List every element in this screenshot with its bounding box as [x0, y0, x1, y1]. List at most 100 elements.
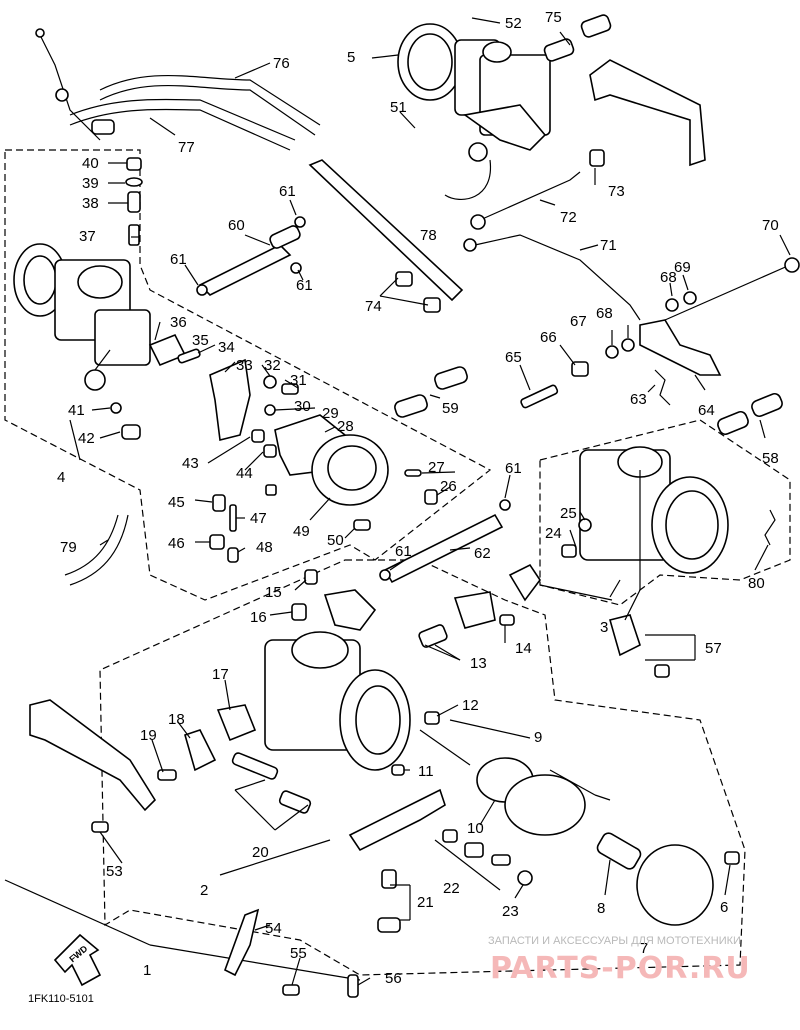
cable-end-top	[35, 28, 45, 38]
label-61a: 61	[170, 251, 187, 268]
screw-26	[424, 489, 438, 505]
label-3: 3	[600, 619, 608, 636]
label-66: 66	[540, 329, 557, 346]
label-39: 39	[82, 175, 99, 192]
label-69: 69	[674, 259, 691, 276]
cable-fitting	[91, 119, 115, 135]
label-68a: 68	[660, 269, 677, 286]
label-14: 14	[515, 640, 532, 657]
label-34: 34	[218, 339, 235, 356]
rod-70-end	[784, 257, 800, 273]
label-57: 57	[705, 640, 722, 657]
label-20: 20	[252, 844, 269, 861]
pin-20	[231, 752, 279, 780]
bracket-18	[184, 729, 217, 772]
diaphragm-9	[504, 774, 586, 836]
needle-12	[419, 729, 471, 766]
label-42: 42	[78, 430, 95, 447]
label-78: 78	[420, 227, 437, 244]
screw-53	[91, 821, 109, 833]
label-61c: 61	[296, 277, 313, 294]
float-chamber-49-inner	[327, 445, 377, 491]
screw-19	[157, 769, 177, 781]
label-59: 59	[442, 400, 459, 417]
screw-24	[561, 544, 577, 558]
bracket-64	[639, 319, 722, 376]
carburetor-bottom-2	[264, 631, 411, 771]
label-4: 4	[57, 469, 65, 486]
spring-74b	[423, 297, 441, 313]
label-37: 37	[79, 228, 96, 245]
part-labels: 1 2 3 4 5 6 7 8 9 10 11 12 13 14 15 16 1…	[57, 9, 779, 987]
label-65: 65	[505, 349, 522, 366]
label-73: 73	[608, 183, 625, 200]
screw-11	[391, 764, 405, 776]
label-23: 23	[502, 903, 519, 920]
label-76: 76	[273, 55, 290, 72]
boundary-assembly-2	[99, 559, 746, 976]
screw-46	[209, 534, 225, 550]
label-13: 13	[470, 655, 487, 672]
shaft-60	[198, 244, 292, 296]
washer-25	[578, 518, 592, 532]
label-25: 25	[560, 505, 577, 522]
sleeve-58b	[751, 392, 783, 418]
clip-61a	[196, 284, 208, 296]
screw-15	[304, 569, 318, 585]
cable-joint	[55, 88, 69, 102]
label-26: 26	[440, 478, 457, 495]
label-8: 8	[597, 900, 605, 917]
jet-40	[126, 157, 142, 171]
hose-79	[64, 514, 119, 576]
o-ring-27	[404, 469, 422, 477]
jet-38	[127, 191, 141, 213]
carburetor-left-4	[13, 243, 151, 391]
bracket-17	[216, 704, 257, 742]
hose-79b	[69, 514, 129, 586]
label-45: 45	[168, 494, 185, 511]
label-67: 67	[570, 313, 587, 330]
screw-57	[654, 664, 670, 678]
ring-39	[125, 177, 143, 187]
clip-61c	[290, 262, 302, 274]
label-24: 24	[545, 525, 562, 542]
label-2: 2	[200, 882, 208, 899]
label-43: 43	[182, 455, 199, 472]
label-22: 22	[443, 880, 460, 897]
screw-65	[520, 384, 559, 409]
label-31: 31	[290, 372, 307, 389]
clip-61e	[499, 499, 511, 511]
screw-45	[212, 494, 226, 512]
boundary-assembly-3	[539, 419, 791, 606]
lever-top-2	[508, 563, 541, 602]
carburetor-right-3	[579, 446, 729, 574]
watermark-line1: ЗАПАСТИ И АКСЕССУАРЫ ДЛЯ МОТОТЕХНИКИ	[488, 935, 741, 947]
clip-63	[654, 369, 671, 406]
label-6: 6	[720, 899, 728, 916]
hose-77	[69, 98, 296, 141]
label-72: 72	[560, 209, 577, 226]
bracket-top-2	[323, 589, 377, 631]
label-53: 53	[106, 863, 123, 880]
cable-top-left	[39, 34, 101, 141]
screw-43	[251, 429, 265, 443]
bracket-54	[224, 908, 260, 977]
washer-67	[605, 345, 619, 359]
label-5: 5	[347, 49, 355, 66]
label-64: 64	[698, 402, 715, 419]
border-lower-left	[4, 879, 151, 946]
clip-61b	[294, 216, 306, 228]
screw-12	[424, 711, 440, 725]
screw-s1	[265, 484, 277, 496]
rod-72	[479, 171, 581, 221]
washer-41	[110, 402, 122, 414]
spring-22	[464, 842, 484, 858]
label-33: 33	[236, 357, 253, 374]
label-15: 15	[265, 584, 282, 601]
clip-61d	[379, 569, 391, 581]
rod-71-end	[463, 238, 477, 252]
border-lower-mid	[149, 944, 361, 981]
spring-8	[596, 832, 642, 870]
washer-68a	[665, 298, 679, 312]
